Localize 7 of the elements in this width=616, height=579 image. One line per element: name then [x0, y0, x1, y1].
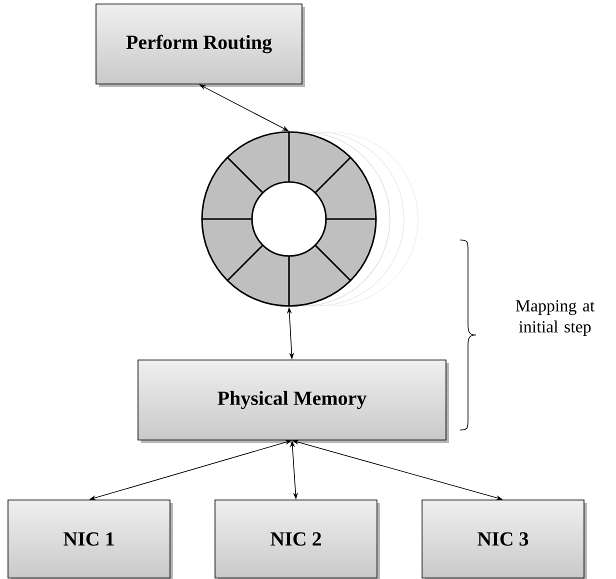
process-box: NIC 2 — [214, 500, 380, 579]
process-box: NIC 1 — [8, 500, 173, 579]
process-box: Physical Memory — [138, 360, 449, 443]
annotation-text: Mapping at initial step — [516, 300, 595, 336]
process-box: NIC 3 — [422, 500, 587, 579]
ring-buffer-drawing — [201, 131, 418, 307]
process-box: Perform Routing — [96, 4, 305, 87]
